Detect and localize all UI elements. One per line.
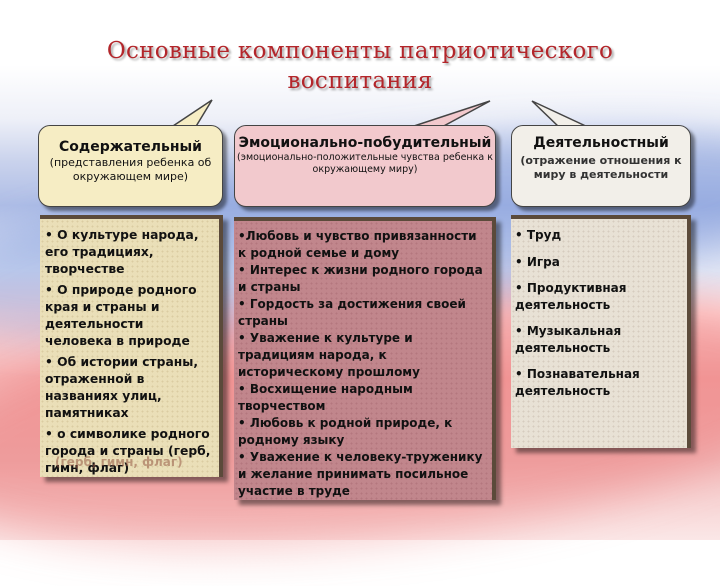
callout-emotional-heading: Эмоционально-побудительный: [238, 135, 492, 151]
emotional-list: •Любовь и чувство привязанности к родной…: [234, 221, 492, 500]
list-item: • Гордость за достижения своей страны: [238, 297, 466, 328]
activity-list: • Труд • Игра • Продуктивная деятельност…: [511, 219, 687, 399]
callout-activity-heading: Деятельностный: [533, 135, 669, 151]
content-list: • О культуре народа, его традициях, твор…: [40, 219, 219, 477]
callout-emotional: Эмоционально-побудительный (эмоционально…: [234, 125, 496, 207]
panel-emotional: •Любовь и чувство привязанности к родной…: [234, 217, 496, 500]
callout-content-heading: Содержательный: [59, 139, 202, 155]
callout-activity: Деятельностный (отражение отношения к ми…: [511, 125, 691, 207]
list-item: • О природе родного края и страны и деят…: [45, 283, 197, 348]
list-item: • Познавательная деятельность: [515, 367, 640, 398]
panel-content: • О культуре народа, его традициях, твор…: [40, 215, 223, 477]
callout-emotional-subtitle: (эмоционально-положительные чувства ребе…: [237, 152, 493, 175]
panel-activity: • Труд • Игра • Продуктивная деятельност…: [511, 215, 691, 448]
list-item: • Игра: [515, 254, 560, 269]
list-item: • О культуре народа, его традициях, твор…: [45, 228, 199, 276]
callout-activity-subtitle: (отражение отношения к миру в деятельнос…: [520, 154, 682, 181]
list-item: • Музыкальная деятельность: [515, 324, 622, 355]
list-item: • Интерес к жизни родного города и стран…: [238, 263, 483, 294]
list-item: • Труд: [515, 228, 562, 242]
list-item: • Уважение к человеку-труженику и желани…: [238, 450, 483, 498]
list-item: •Любовь и чувство привязанности к родной…: [238, 229, 477, 260]
list-item: • Продуктивная деятельность: [515, 281, 627, 312]
title-line-1: Основные компоненты патриотического: [106, 38, 614, 64]
list-item: • Об истории страны, отраженной в назван…: [45, 355, 199, 420]
title-line-2: воспитания: [287, 68, 433, 94]
page-title: Основные компоненты патриотического восп…: [0, 36, 720, 96]
ghost-text: (герб, гимн, флаг): [55, 455, 183, 469]
list-item: • о символике родного города и страны (г…: [45, 427, 211, 475]
callout-tail-2: [407, 100, 491, 129]
callout-tail-3: [531, 100, 591, 129]
callout-tail-1: [167, 99, 213, 129]
list-item: • Восхищение народным творчеством: [238, 382, 413, 413]
list-item: • Любовь к родной природе, к родному язы…: [238, 416, 453, 447]
list-item: • Уважение к культуре и традициям народа…: [238, 331, 420, 379]
callout-content: Содержательный (представления ребенка об…: [38, 125, 223, 207]
callout-content-subtitle: (представления ребенка об окружающем мир…: [49, 156, 212, 183]
